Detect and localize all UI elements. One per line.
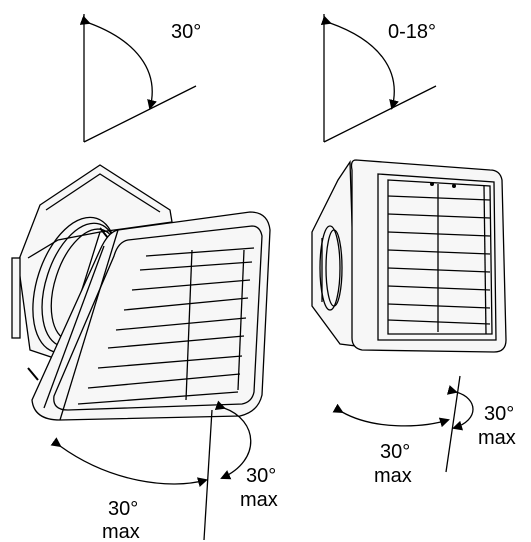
tilt-angle-left: 30° (79, 14, 201, 143)
swing-left-b-value: 30° (246, 465, 276, 487)
swing-right-b-unit: max (478, 427, 516, 449)
swing-left-a-unit: max (102, 521, 140, 542)
swing-left-a-value: 30° (108, 498, 138, 520)
swing-right-a-value: 30° (380, 441, 410, 463)
swing-left-b-unit: max (240, 489, 278, 511)
tilt-angle-right: 0-18° (320, 14, 437, 143)
heater-left (11, 164, 271, 421)
swing-arrows-left: 30° max 30° max (50, 400, 278, 542)
louvers-right (387, 184, 491, 335)
swing-arrows-right: 30° max 30° max (332, 375, 516, 487)
swing-right-a-unit: max (374, 465, 412, 487)
tilt-angle-right-label: 0-18° (388, 21, 436, 43)
swing-right-b-value: 30° (484, 403, 514, 425)
louvers-left (77, 247, 255, 405)
heater-right (311, 159, 507, 353)
tilt-angle-left-label: 30° (171, 21, 201, 43)
